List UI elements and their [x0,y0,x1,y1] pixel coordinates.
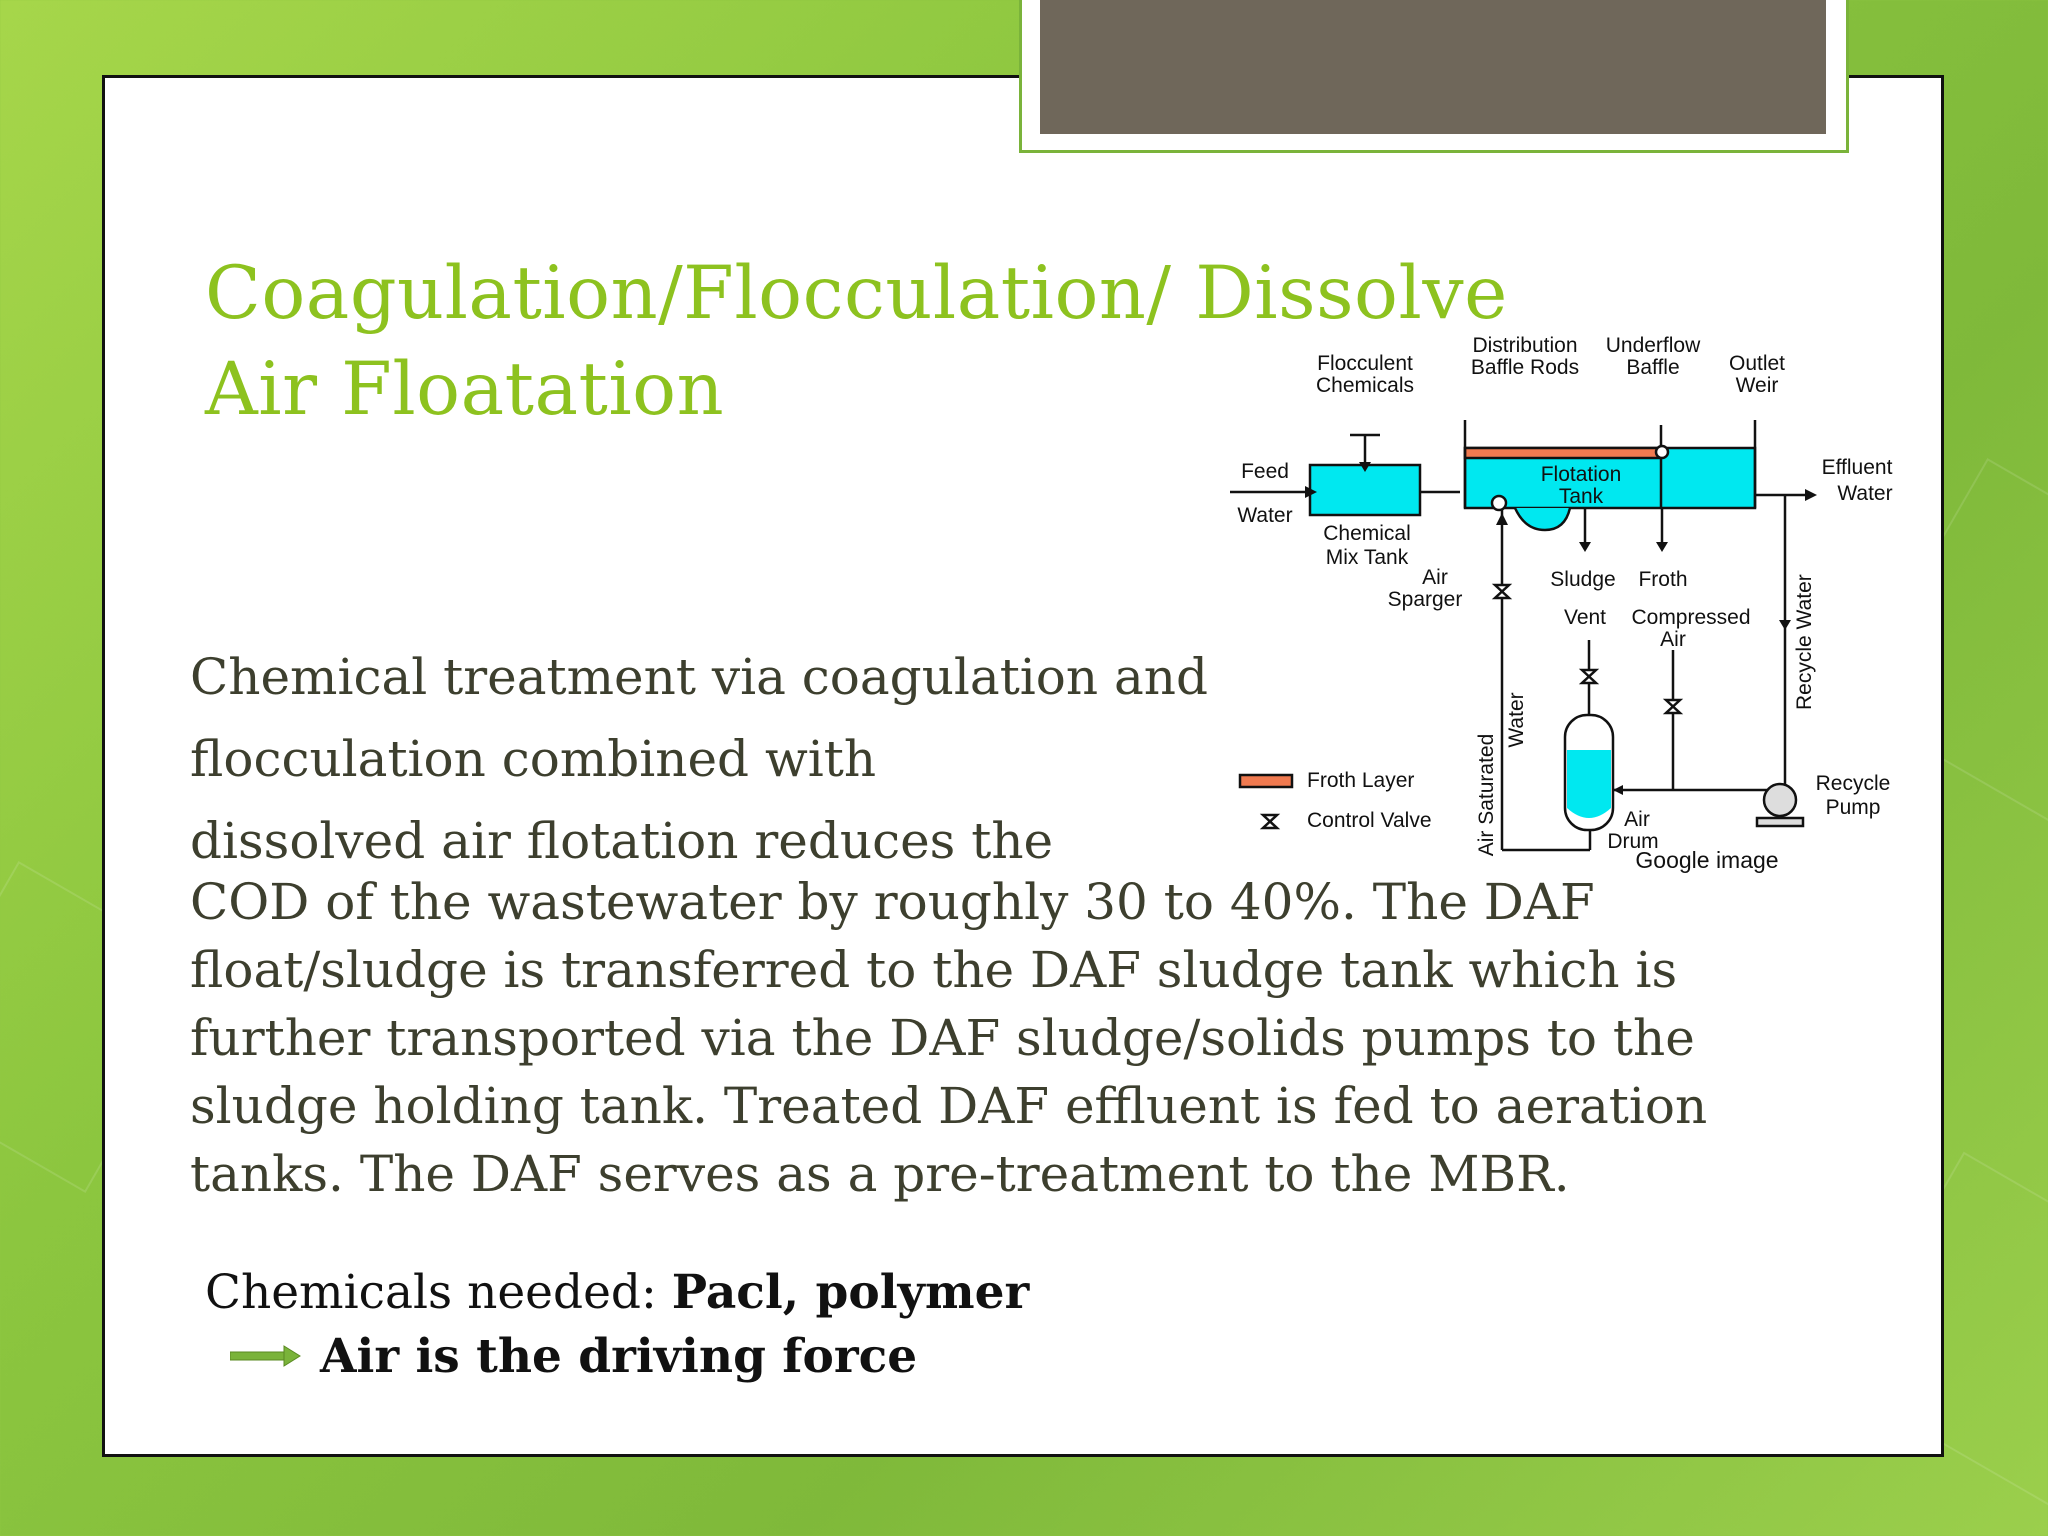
slide-content-area [102,75,1944,1457]
chemical-mix-tank [1308,463,1422,517]
diagram-label: Drum [1607,830,1658,853]
diagram-label: Outlet [1729,352,1785,375]
diagram-label: Froth [1638,568,1687,591]
diagram-label: Compressed [1631,606,1750,629]
driving-force-note: Air is the driving force [230,1326,917,1386]
diagram-label: Effluent [1822,456,1893,479]
diagram-label: Baffle Rods [1471,356,1579,379]
driving-force-text: Air is the driving force [320,1328,918,1384]
recycle-pump [1762,782,1798,818]
diagram-label: Feed [1241,460,1289,483]
diagram-label: Water [1505,692,1528,747]
diagram-label: Water [1837,482,1892,505]
body-paragraph-detail: COD of the wastewater by roughly 30 to 4… [190,868,1707,1208]
diagram-label: Underflow [1606,334,1701,357]
body-line: flocculation combined with [190,730,877,788]
arrow-right-icon [230,1345,301,1367]
diagram-label: Vent [1564,606,1606,629]
diagram-label: Weir [1736,374,1779,397]
diagram-label: Chemicals [1316,374,1414,397]
image-credit: Google image [1635,847,1778,873]
chemicals-value: Pacl, polymer [671,1265,1030,1320]
chemicals-needed: Chemicals needed: Pacl, polymer [205,1265,1029,1320]
body-line: float/sludge is transferred to the DAF s… [190,941,1678,999]
diagram-label: Water [1237,504,1292,527]
chemicals-label: Chemicals needed: [205,1265,672,1320]
body-line: sludge holding tank. Treated DAF effluen… [190,1077,1708,1135]
control-valve-icon [1259,813,1281,830]
diagram-label: Mix Tank [1326,546,1409,569]
diagram-label: Pump [1826,796,1881,819]
slide-title: Coagulation/Flocculation/ Dissolve Air F… [205,251,1508,432]
diagram-label: Flocculent [1317,352,1413,375]
control-valve-icon [1491,583,1513,600]
diagram-label: Chemical [1323,522,1411,545]
diagram-label: Air [1660,628,1686,651]
diagram-label: Baffle [1626,356,1679,379]
control-valve-icon [1662,698,1684,715]
header-tab [1040,0,1826,134]
body-paragraph-intro: Chemical treatment via coagulation and f… [190,636,1208,882]
body-line: dissolved air flotation reduces the [190,812,1054,870]
control-valve-icon [1578,668,1600,685]
diagram-label: Recycle Water [1793,574,1816,710]
froth-layer-swatch [1238,773,1294,789]
diagram-label: Recycle [1816,772,1891,795]
diagram-label: Air [1624,808,1650,831]
legend-control-valve-label: Control Valve [1307,809,1432,832]
diagram-label: Sparger [1388,588,1463,611]
diagram-label: Tank [1559,485,1604,508]
body-line: further transported via the DAF sludge/s… [190,1009,1695,1067]
legend-froth-layer-label: Froth Layer [1307,769,1414,792]
diagram-label: Distribution [1472,334,1577,357]
froth-layer [1463,446,1662,460]
diagram-label: Flotation [1541,463,1622,486]
diagram-label: Air Saturated [1475,734,1498,857]
body-line: tanks. The DAF serves as a pre-treatment… [190,1145,1570,1203]
diagram-label: Air [1422,566,1448,589]
daf-process-diagram: Flocculent Chemicals Distribution Baffle… [1230,334,1893,873]
body-line: Chemical treatment via coagulation and [190,648,1208,706]
diagram-label: Sludge [1550,568,1615,591]
body-line: COD of the wastewater by roughly 30 to 4… [190,873,1595,931]
